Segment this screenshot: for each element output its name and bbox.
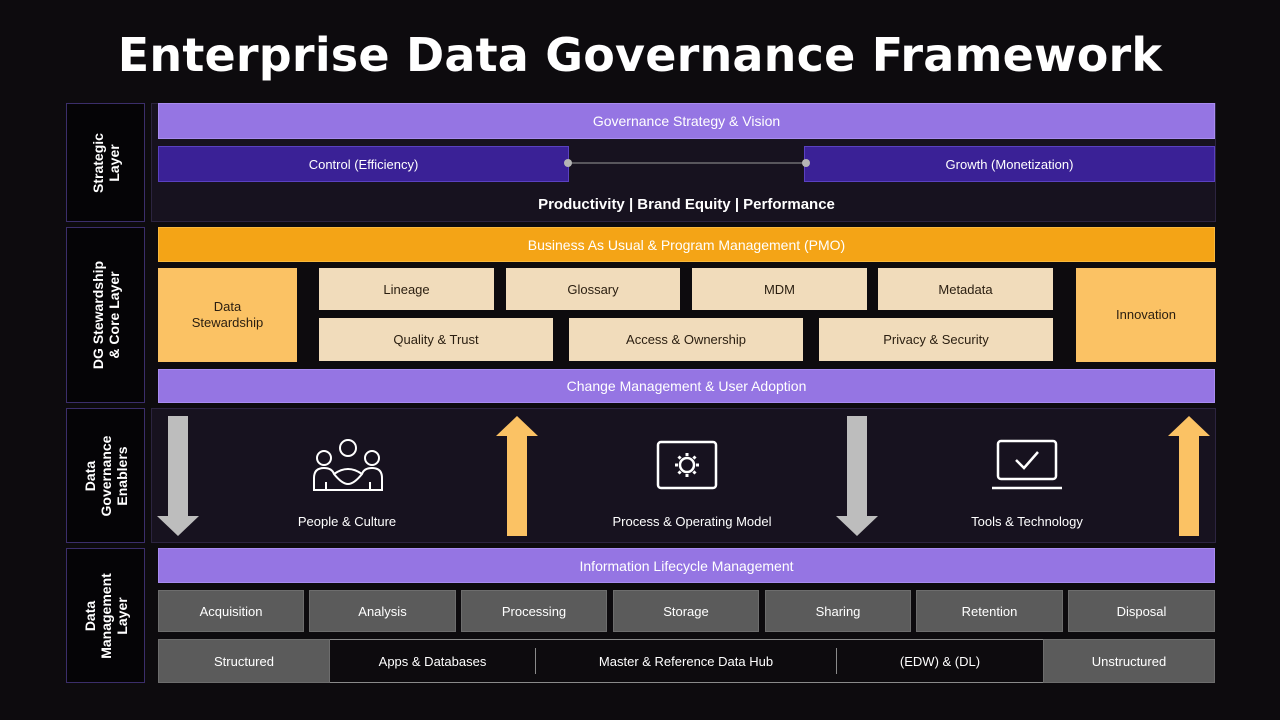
- change-management-bar: Change Management & User Adoption: [158, 369, 1215, 403]
- control-box: Control (Efficiency): [158, 146, 569, 182]
- pmo-bar: Business As Usual & Program Management (…: [158, 227, 1215, 262]
- source-edw-dl: (EDW) & (DL): [899, 653, 981, 669]
- layer-label-text: Data Governance Enablers: [81, 435, 130, 516]
- laptop-check-icon: [992, 439, 1062, 490]
- structured-box: Structured: [158, 639, 330, 683]
- arrow-down-icon: [157, 416, 199, 536]
- source-divider: [836, 648, 837, 674]
- core-item-mdm: MDM: [692, 268, 867, 310]
- core-item-metadata: Metadata: [878, 268, 1053, 310]
- enabler-tools-label: Tools & Technology: [971, 514, 1083, 529]
- layer-label-management: Data Management Layer: [66, 548, 145, 683]
- layer-label-stewardship: DG Stewardship & Core Layer: [66, 227, 145, 403]
- unstructured-box: Unstructured: [1043, 639, 1215, 683]
- core-item-privacy: Privacy & Security: [819, 318, 1053, 361]
- data-stewardship-box: Data Stewardship: [158, 268, 297, 362]
- layer-label-text: Strategic Layer: [89, 132, 122, 193]
- stage-storage: Storage: [613, 590, 759, 632]
- stage-retention: Retention: [916, 590, 1063, 632]
- gear-screen-icon: [656, 440, 718, 490]
- growth-box: Growth (Monetization): [804, 146, 1215, 182]
- layer-label-strategic: Strategic Layer: [66, 103, 145, 222]
- core-item-glossary: Glossary: [506, 268, 680, 310]
- arrow-down-icon: [836, 416, 878, 536]
- layer-label-text: Data Management Layer: [81, 572, 130, 659]
- ilm-bar: Information Lifecycle Management: [158, 548, 1215, 583]
- core-item-quality: Quality & Trust: [319, 318, 553, 361]
- stage-disposal: Disposal: [1068, 590, 1215, 632]
- layer-label-enablers: Data Governance Enablers: [66, 408, 145, 543]
- arrow-up-icon: [1168, 416, 1210, 536]
- source-master-reference: Master & Reference Data Hub: [598, 653, 774, 669]
- enabler-people-label: People & Culture: [297, 514, 397, 529]
- enabler-process-label: Process & Operating Model: [612, 514, 772, 529]
- people-icon: [313, 439, 383, 491]
- core-item-access: Access & Ownership: [569, 318, 803, 361]
- control-growth-connector: [564, 159, 810, 167]
- layer-label-text: DG Stewardship & Core Layer: [89, 260, 122, 370]
- page-title: Enterprise Data Governance Framework: [117, 28, 1163, 82]
- kpi-line: Productivity | Brand Equity | Performanc…: [538, 195, 835, 213]
- data-sources-row: [158, 639, 1215, 683]
- stage-sharing: Sharing: [765, 590, 911, 632]
- enablers-panel: [151, 408, 1216, 543]
- source-apps-databases: Apps & Databases: [378, 653, 487, 669]
- stage-acquisition: Acquisition: [158, 590, 304, 632]
- arrow-up-icon: [496, 416, 538, 536]
- core-item-lineage: Lineage: [319, 268, 494, 310]
- innovation-box: Innovation: [1076, 268, 1216, 362]
- stage-processing: Processing: [461, 590, 607, 632]
- source-divider: [535, 648, 536, 674]
- vision-bar: Governance Strategy & Vision: [158, 103, 1215, 139]
- stage-analysis: Analysis: [309, 590, 456, 632]
